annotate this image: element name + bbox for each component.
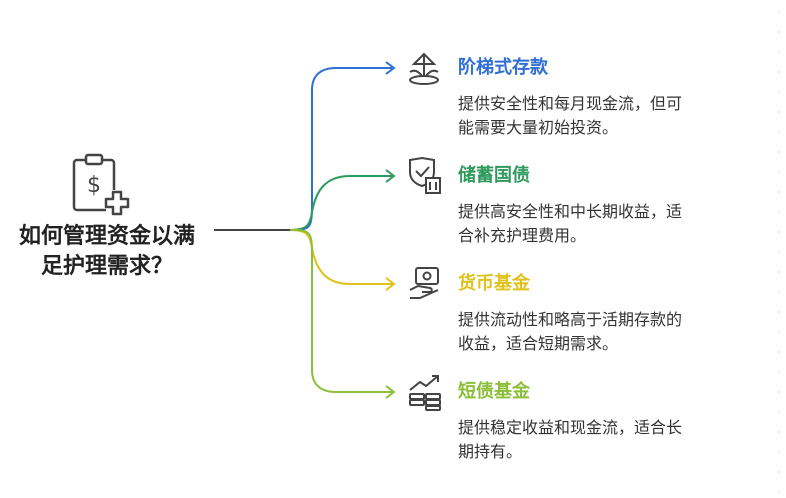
branch-4-desc-line-2: 期持有。: [458, 442, 523, 461]
connector-branch-1: [289, 67, 392, 231]
branch-4-desc-line-1: 提供稳定收益和现金流，适合长: [458, 418, 683, 437]
branch-3-desc-line-2: 收益，适合短期需求。: [458, 334, 619, 353]
branch-2-desc-line-2: 合补充护理费用。: [458, 226, 587, 245]
connector-branch-4: [289, 229, 392, 393]
branch-1-desc-line-2: 能需要大量初始投资。: [458, 118, 619, 137]
connector-branch-3-arrow: [385, 277, 396, 291]
clipboard-dollar-plus-icon: $: [72, 153, 130, 216]
connector-branch-2-arrow: [385, 169, 396, 183]
edge-dots-decoration: [778, 11, 780, 493]
branch-3-title: 货币基金: [458, 273, 530, 294]
connector-branch-1-arrow: [385, 61, 396, 75]
connector-branch-4-arrow: [385, 385, 396, 399]
branch-3-description: 提供流动性和略高于活期存款的 收益，适合短期需求。: [458, 308, 748, 356]
root-title-line-2: 足护理需求？: [40, 254, 173, 279]
svg-text:$: $: [87, 173, 101, 198]
shield-building-icon: [409, 156, 441, 194]
growth-chart-coins-icon: [409, 375, 441, 411]
branch-2-desc-line-1: 提供高安全性和中长期收益，适: [458, 202, 683, 221]
connector-branch-3: [289, 229, 392, 285]
connector-branch-2: [289, 175, 392, 231]
branch-1-description: 提供安全性和每月现金流，但可 能需要大量初始投资。: [458, 92, 748, 140]
branch-2-description: 提供高安全性和中长期收益，适 合补充护理费用。: [458, 200, 748, 248]
stacked-coins-plant-icon: [409, 52, 439, 85]
branch-3-desc-line-1: 提供流动性和略高于活期存款的: [458, 310, 683, 329]
branch-1-desc-line-1: 提供安全性和每月现金流，但可: [458, 94, 683, 113]
branch-1-title: 阶梯式存款: [458, 57, 548, 78]
branch-2-title: 储蓄国债: [458, 165, 530, 186]
branch-4-description: 提供稳定收益和现金流，适合长 期持有。: [458, 416, 748, 464]
root-title-line-1: 如何管理资金以满: [18, 224, 195, 249]
root-title: 如何管理资金以满 足护理需求？: [0, 222, 214, 282]
branch-4-title: 短债基金: [458, 381, 530, 402]
money-hand-icon: [409, 267, 439, 299]
